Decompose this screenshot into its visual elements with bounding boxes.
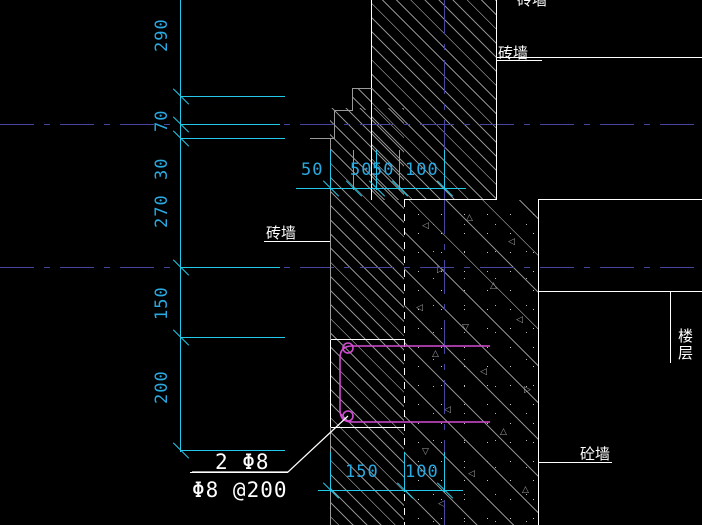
aggregate-mark: ▷ <box>437 265 444 275</box>
brick-wall-hatch-column <box>330 108 404 525</box>
label-clipped-top: 砖墙 <box>517 0 548 9</box>
aggregate-mark: ▷ <box>524 385 531 395</box>
aggregate-mark: △ <box>500 427 507 437</box>
rebar-stirrup <box>339 345 490 423</box>
label-concrete-wall: 砼墙 <box>580 445 611 463</box>
outline-brick-upper-right <box>496 0 497 200</box>
center-axis-horizontal-lower <box>0 267 702 268</box>
aggregate-mark: △ <box>466 213 473 223</box>
dim-ext-top-5 <box>444 150 445 190</box>
corbel-step-bottom <box>310 138 335 139</box>
dim-ext-top-3 <box>376 150 377 190</box>
corbel-step-middle <box>334 110 353 111</box>
aggregate-mark: ◁ <box>508 237 515 247</box>
dim-ext-bottom-3 <box>444 452 445 492</box>
brick-wall-hatch-step-upper <box>352 88 372 110</box>
dim-label-290: 290 <box>152 18 172 52</box>
aggregate-mark: ◁ <box>516 315 523 325</box>
rebar-bar-bottom <box>342 410 354 422</box>
outline-beam-left <box>330 339 331 428</box>
leader-floor-level <box>670 291 671 363</box>
aggregate-mark: △ <box>490 281 497 291</box>
aggregate-mark: ◁ <box>468 469 475 479</box>
aggregate-mark: ▽ <box>422 447 429 457</box>
rebar-bar-top <box>342 342 354 354</box>
outline-brick-upper-bottom <box>404 199 497 200</box>
outline-beam-top <box>330 339 405 340</box>
dim-label-70: 70 <box>152 109 172 132</box>
dim-label-270: 270 <box>152 194 172 228</box>
center-axis-vertical-brick <box>444 0 445 200</box>
outline-brick-upper-left <box>371 0 372 200</box>
outline-concrete-dashed-inner <box>404 200 405 525</box>
leader-concrete-wall <box>538 462 612 463</box>
dim-ext-line-1 <box>180 96 285 97</box>
corbel-step-top <box>352 88 372 89</box>
dim-label-200: 200 <box>152 370 172 404</box>
label-brick-wall-left: 砖墙 <box>266 224 297 242</box>
corbel-step-riser-1 <box>352 88 353 110</box>
leader-brick-wall-top <box>496 60 542 61</box>
dim-ext-top-2 <box>353 150 354 190</box>
dim-ext-top-4 <box>399 150 400 190</box>
dim-label-top-100: 100 <box>405 160 439 180</box>
aggregate-mark: ◁ <box>422 221 429 231</box>
dimension-line-bottom <box>318 490 463 491</box>
outline-slab-floor-right <box>538 291 702 292</box>
dim-label-top-50-c: 50 <box>372 160 395 180</box>
center-axis-vertical-concrete <box>444 200 445 525</box>
dim-label-150: 150 <box>152 286 172 320</box>
leader-brick-wall-left <box>264 241 330 242</box>
dim-ext-line-4 <box>180 267 280 268</box>
outline-slab-bottom-right <box>538 199 702 200</box>
dim-ext-top-1 <box>330 150 331 190</box>
aggregate-mark: △ <box>522 485 529 495</box>
outline-brick-column-left <box>330 138 331 340</box>
dim-label-bottom-100: 100 <box>405 462 439 482</box>
outline-slab-top-right <box>496 57 702 58</box>
outline-concrete-right-lower <box>538 291 539 525</box>
concrete-wall-hatch: ◁ △ ◁ ▷ △ ◁ ▽ ◁ △ ◁ ▷ ◁ △ ▽ ◁ △ ◁ <box>404 200 538 525</box>
dimension-line-top <box>296 188 466 189</box>
rebar-callout-bottom: Φ8 @200 <box>192 478 288 502</box>
corbel-step-riser-2 <box>334 110 335 138</box>
dim-ext-line-3 <box>180 138 285 139</box>
dim-ext-line-5 <box>180 337 285 338</box>
outline-beam-bottom <box>330 427 405 428</box>
center-axis-horizontal-upper <box>0 124 702 125</box>
dimension-line-vertical <box>180 0 181 452</box>
label-floor-level: 楼层 <box>678 327 694 362</box>
aggregate-mark: ◁ <box>444 405 451 415</box>
dim-label-bottom-150: 150 <box>345 462 379 482</box>
aggregate-mark: ◁ <box>480 367 487 377</box>
dim-label-top-50-b: 50 <box>350 160 373 180</box>
label-brick-wall-top: 砖墙 <box>498 44 529 62</box>
rebar-callout-underline <box>190 472 288 473</box>
outline-concrete-right <box>538 199 539 291</box>
aggregate-mark: ◁ <box>416 303 423 313</box>
aggregate-mark: △ <box>432 349 439 359</box>
dim-ext-line-6 <box>180 450 285 451</box>
aggregate-mark: ◁ <box>438 499 445 509</box>
rebar-callout-top: 2 Φ8 <box>215 450 270 474</box>
dim-ext-bottom-1 <box>330 452 331 492</box>
dim-ext-bottom-2 <box>404 452 405 492</box>
dim-label-30: 30 <box>152 157 172 180</box>
aggregate-mark: ▽ <box>462 323 469 333</box>
dim-label-top-50-a: 50 <box>301 160 324 180</box>
dim-ext-line-2 <box>180 124 280 125</box>
